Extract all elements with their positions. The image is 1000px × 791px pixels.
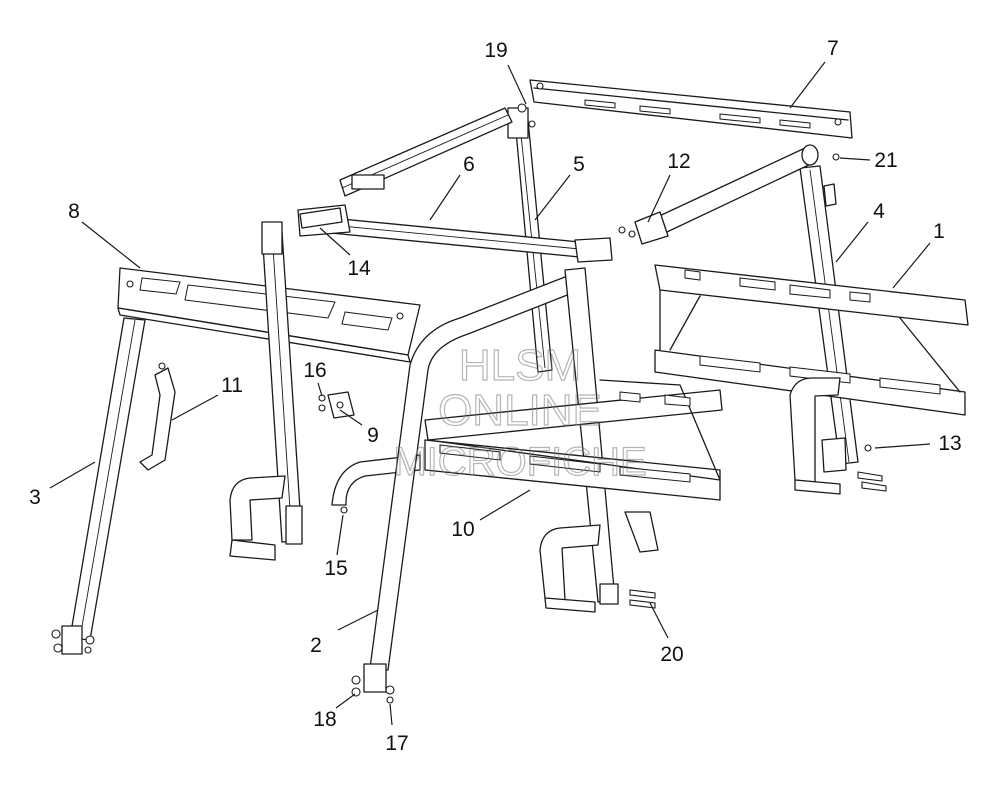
- part-12-bolt: [618, 226, 636, 238]
- watermark-line-2: ONLINE: [438, 386, 602, 435]
- callout-6: 6: [463, 153, 475, 176]
- callout-20: 20: [660, 643, 683, 666]
- watermark: HLSM ONLINE MICROFICHE: [393, 340, 648, 484]
- callout-16: 16: [303, 359, 326, 382]
- part-13-nut: [857, 444, 887, 492]
- callout-5: 5: [573, 153, 585, 176]
- part-6-front-upper-bar: [297, 204, 613, 263]
- leader-lines: [49, 61, 931, 726]
- left-grab-handle: [229, 475, 286, 561]
- callout-9: 9: [367, 424, 379, 447]
- callout-14: 14: [347, 257, 371, 280]
- part-3-front-left-post: [51, 317, 146, 655]
- callout-3: 3: [29, 486, 41, 509]
- watermark-line-3: MICROFICHE: [393, 440, 646, 484]
- upper-left-rail: [339, 107, 513, 197]
- part-9-bracket: [327, 391, 355, 419]
- center-grab-handle: [539, 511, 659, 613]
- part-10-lower-side-frame: [424, 379, 723, 501]
- callout-4: 4: [873, 200, 885, 223]
- callouts: 1 2 3 4 5 6 7 8 9 10 11 12 13 14 15 16 1…: [29, 37, 962, 755]
- callout-1: 1: [933, 220, 945, 243]
- callout-15: 15: [324, 557, 347, 580]
- right-grab-handle: [789, 377, 841, 495]
- part-11-grab-handle: [139, 362, 176, 471]
- callout-19: 19: [484, 39, 507, 62]
- callout-17: 17: [385, 732, 408, 755]
- part-18-nuts: [351, 675, 361, 697]
- watermark-line-1: HLSM: [459, 341, 581, 390]
- part-7-rear-upper-bar: [529, 79, 853, 139]
- part-2-front-main-hoop: [363, 267, 619, 693]
- callout-21: 21: [874, 149, 897, 172]
- callout-2: 2: [310, 634, 322, 657]
- callout-11: 11: [221, 374, 243, 397]
- callout-18: 18: [313, 708, 336, 731]
- callout-13: 13: [938, 432, 961, 455]
- callout-7: 7: [827, 37, 839, 60]
- part-16-fasteners: [318, 394, 326, 412]
- upper-right-rail: [634, 144, 819, 245]
- part-17-bolts: [385, 685, 395, 704]
- callout-10: 10: [451, 518, 474, 541]
- front-right-side-post: [261, 221, 303, 545]
- part-20-bolts: [629, 589, 656, 609]
- part-21-fastener: [832, 153, 840, 161]
- callout-12: 12: [667, 150, 690, 173]
- part-14-latch: [299, 207, 343, 229]
- callout-8: 8: [68, 200, 80, 223]
